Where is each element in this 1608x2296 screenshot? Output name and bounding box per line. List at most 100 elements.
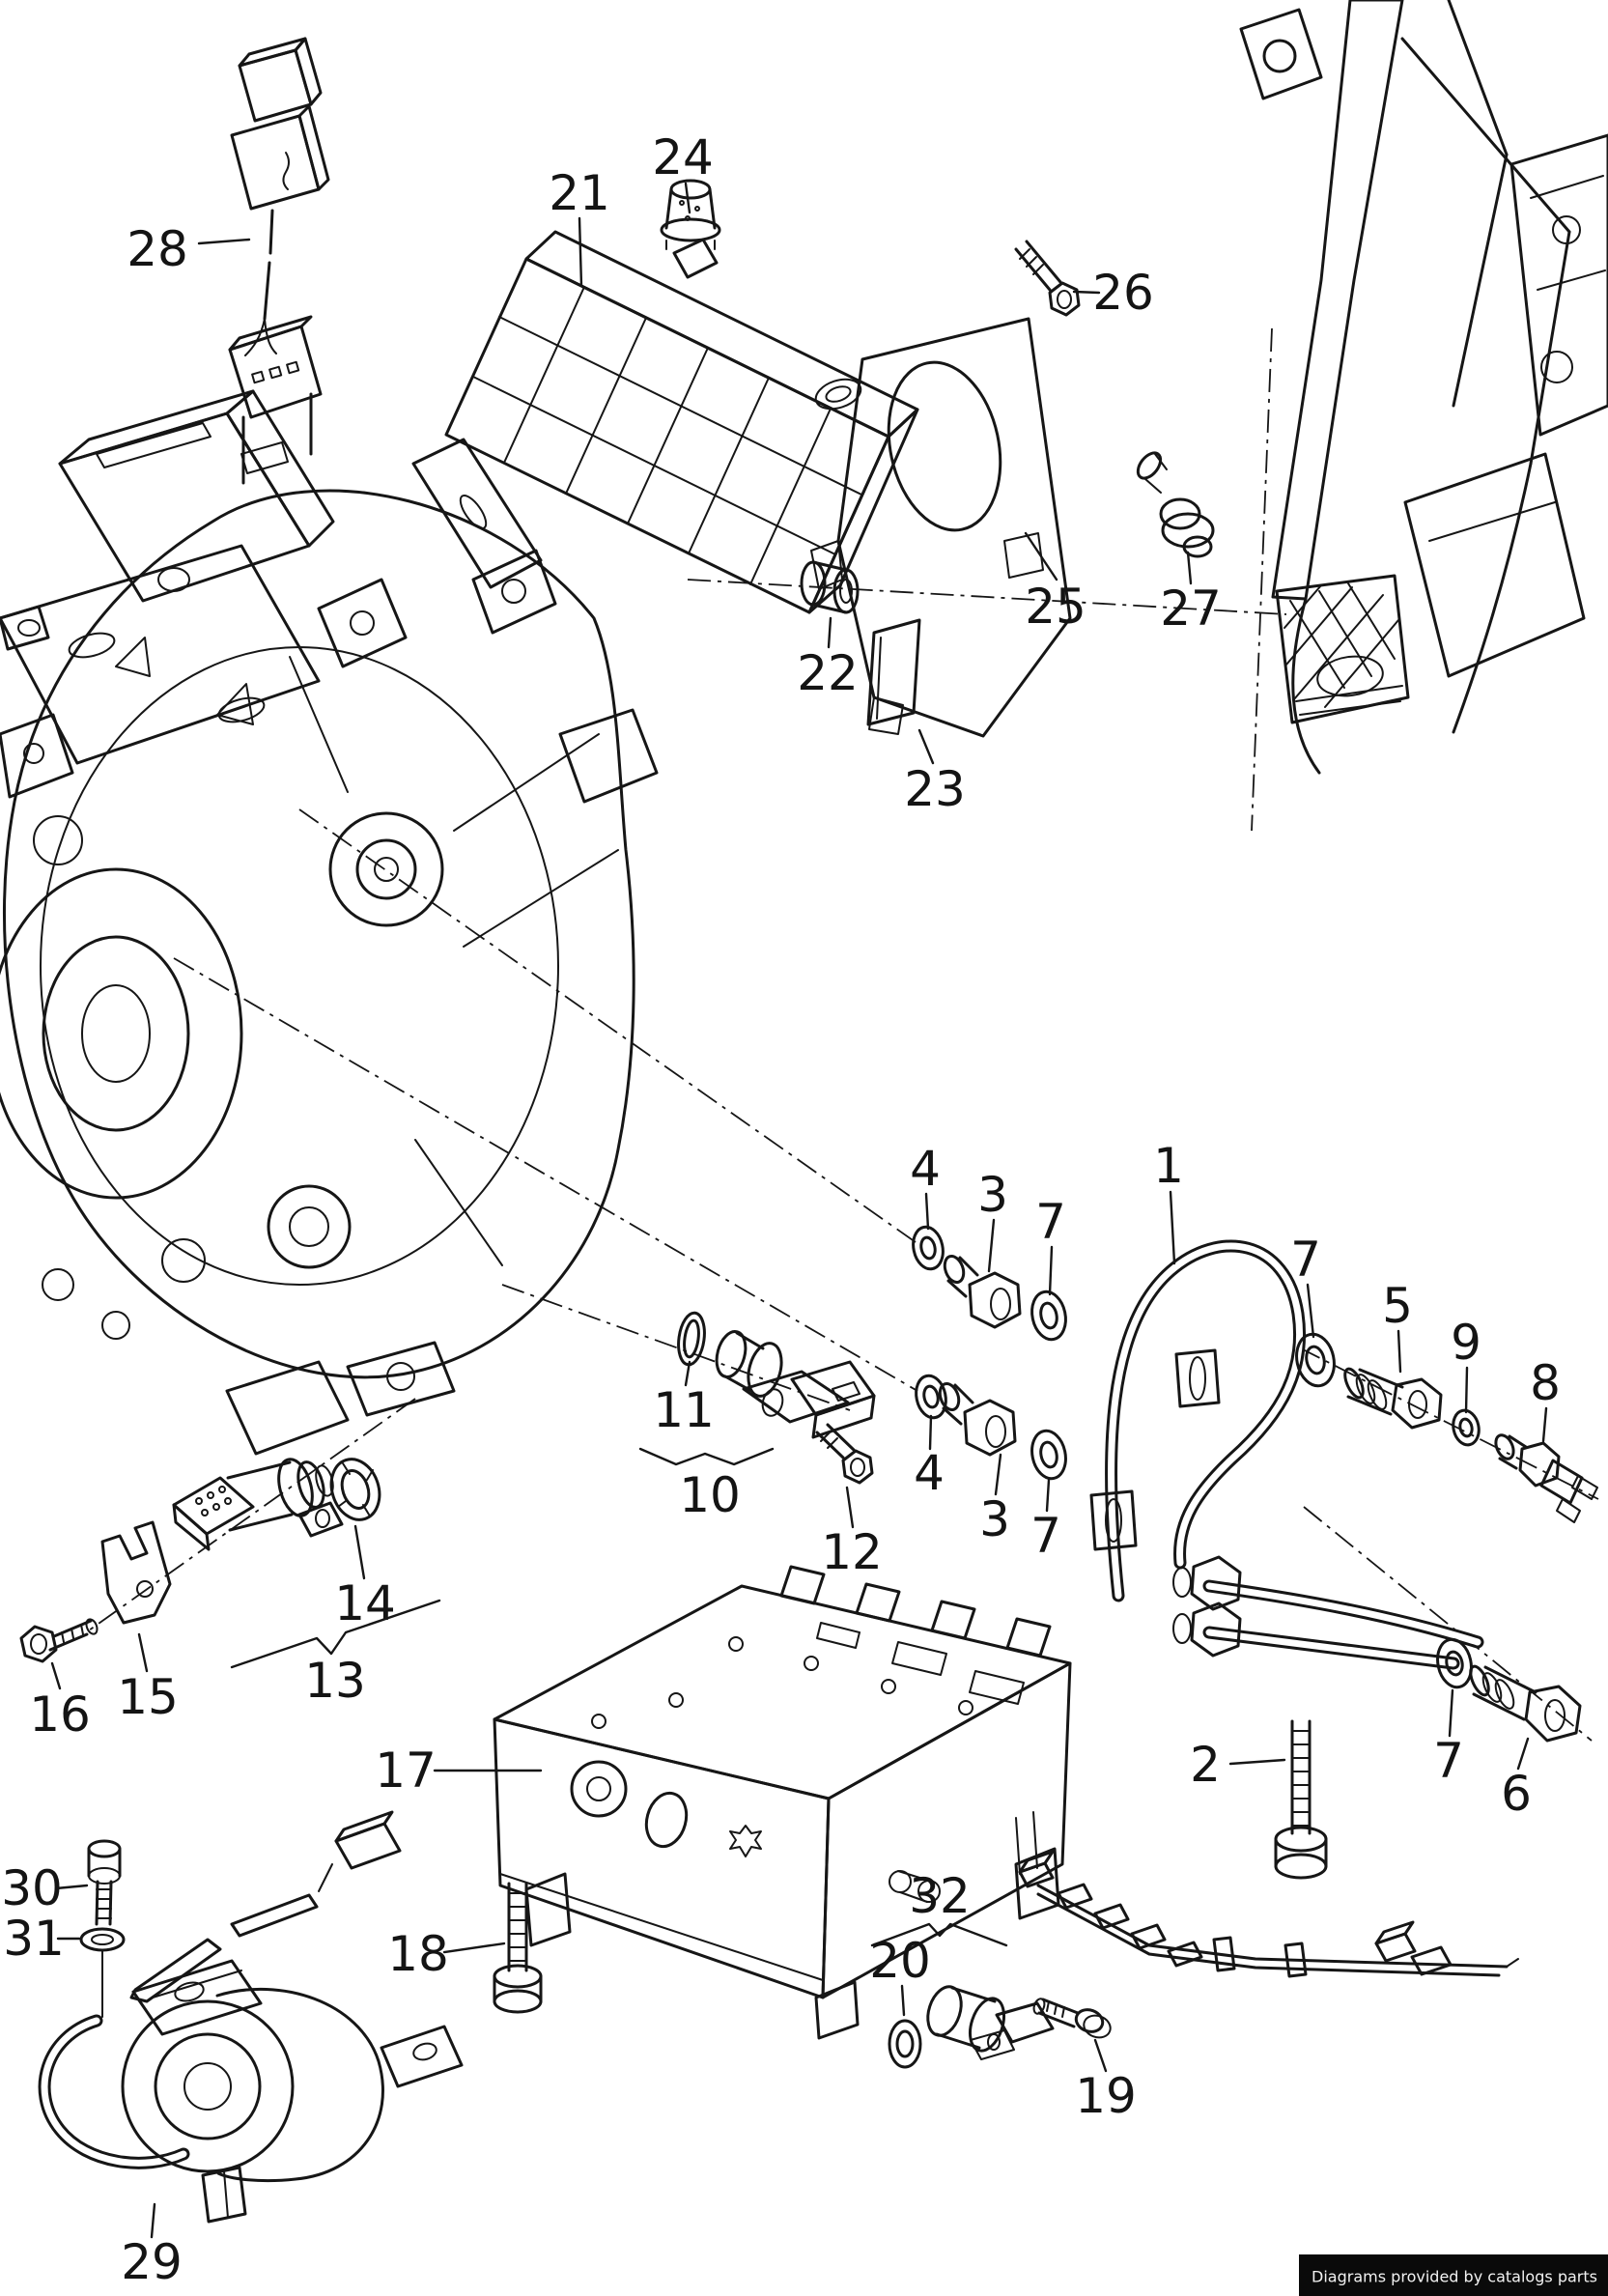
- callout-7: 7: [1290, 1232, 1321, 1288]
- transmission-housing: [0, 489, 659, 1456]
- stud-18: [493, 1882, 543, 2014]
- callout-8: 8: [1530, 1355, 1561, 1411]
- callout-7: 7: [1035, 1194, 1066, 1250]
- callout-leader-lines: [50, 182, 1548, 2239]
- callout-7: 7: [1030, 1508, 1061, 1564]
- callout-23: 23: [904, 761, 966, 817]
- callout-15: 15: [117, 1669, 179, 1725]
- multifunction-switch-13: [172, 1458, 344, 1551]
- leader-line-12: [845, 1486, 855, 1529]
- wedge-bracket-23: [866, 618, 921, 726]
- callout-12: 12: [821, 1524, 883, 1580]
- callout-group-brackets: [230, 1447, 1008, 1947]
- callout-5: 5: [1382, 1278, 1413, 1334]
- leader-line-26: [1072, 290, 1101, 295]
- leader-line-21: [578, 216, 583, 288]
- callout-1: 1: [1153, 1138, 1184, 1194]
- callout-6: 6: [1501, 1766, 1532, 1822]
- leader-line-20: [900, 1984, 906, 2017]
- callout-10: 10: [679, 1467, 741, 1523]
- construction-axes: [88, 327, 1599, 1742]
- clamp-15: [100, 1520, 172, 1625]
- callout-13: 13: [304, 1653, 366, 1709]
- leader-line-2: [1228, 1758, 1286, 1766]
- callout-2: 2: [1190, 1737, 1221, 1793]
- leader-line-14: [353, 1524, 366, 1580]
- watermark-text: Diagrams provided by catalogs parts: [1312, 2268, 1597, 2286]
- callout-9: 9: [1451, 1315, 1481, 1371]
- filler-cap-24: [660, 179, 721, 250]
- leader-line-1: [1169, 1190, 1176, 1265]
- leader-line-3: [994, 1453, 1002, 1496]
- leader-line-22: [827, 616, 832, 649]
- banjo-bolt-6: [1469, 1664, 1582, 1743]
- banjo-bolt-5: [1343, 1367, 1443, 1430]
- leader-line-4: [928, 1414, 933, 1451]
- washer-7-right: [1295, 1332, 1336, 1388]
- callout-21: 21: [549, 165, 610, 221]
- stud-2: [1274, 1719, 1328, 1880]
- group-bracket-1: [230, 1599, 441, 1669]
- callout-3: 3: [977, 1167, 1008, 1223]
- screw-30: [87, 1839, 122, 1926]
- valve-body-17: [493, 1565, 1072, 2040]
- group-bracket-2: [870, 1922, 1008, 1947]
- speed-sensor-20-32: [926, 1985, 1055, 2060]
- callout-16: 16: [29, 1687, 91, 1743]
- group-bracket-0: [638, 1447, 775, 1466]
- control-unit-21: [411, 230, 919, 614]
- switch-8: [1494, 1433, 1598, 1523]
- washer-31: [79, 1927, 126, 2018]
- union-screw-3-upper: [943, 1254, 1022, 1329]
- o-ring-20: [888, 2019, 922, 2069]
- washer-9: [1452, 1408, 1481, 1447]
- leader-line-11: [684, 1360, 691, 1387]
- leader-line-29: [150, 2202, 156, 2239]
- callout-29: 29: [121, 2234, 183, 2290]
- callout-25: 25: [1025, 579, 1086, 635]
- callout-20: 20: [869, 1933, 931, 1989]
- callout-24: 24: [652, 129, 714, 185]
- pedal-bracket-assembly: [1239, 0, 1608, 775]
- washer-4-upper: [912, 1225, 945, 1271]
- relay-unit: [0, 389, 335, 765]
- callout-4: 4: [914, 1445, 945, 1501]
- callout-11: 11: [653, 1382, 715, 1438]
- leader-line-19: [1093, 2038, 1108, 2073]
- union-screw-3-lower: [938, 1381, 1017, 1457]
- o-ring-14: [329, 1458, 381, 1521]
- leader-line-23: [917, 728, 935, 765]
- leader-line-7: [1045, 1478, 1051, 1513]
- leader-line-18: [442, 1942, 506, 1954]
- callout-4: 4: [910, 1141, 941, 1197]
- callout-18: 18: [387, 1926, 449, 1982]
- harness-32: [1018, 1850, 1519, 1978]
- callout-19: 19: [1075, 2068, 1137, 2124]
- leader-line-4: [924, 1192, 930, 1231]
- callout-32: 32: [909, 1868, 971, 1924]
- leader-line-30: [54, 1884, 89, 1890]
- washer-7-bottom: [1436, 1637, 1473, 1689]
- cable-ends-29: [129, 1810, 402, 2003]
- leader-line-28: [197, 238, 251, 245]
- screw-19: [1032, 1998, 1112, 2039]
- bushing-22: [800, 560, 860, 614]
- callout-28: 28: [127, 221, 188, 277]
- seal-ring-7-upper: [1030, 1290, 1067, 1342]
- solenoid-29: [38, 1959, 464, 2224]
- callout-17: 17: [375, 1743, 437, 1799]
- callout-31: 31: [3, 1911, 65, 1967]
- callout-26: 26: [1092, 265, 1154, 321]
- speed-sensor-10: [715, 1330, 876, 1439]
- leader-line-7: [1448, 1688, 1454, 1738]
- leader-line-6: [1516, 1737, 1530, 1771]
- seal-ring-7-lower: [1030, 1429, 1067, 1481]
- bolt-12: [815, 1423, 874, 1485]
- leader-line-7: [1048, 1245, 1054, 1296]
- leader-line-8: [1541, 1406, 1548, 1443]
- callout-27: 27: [1160, 581, 1222, 637]
- o-ring-11: [677, 1311, 706, 1367]
